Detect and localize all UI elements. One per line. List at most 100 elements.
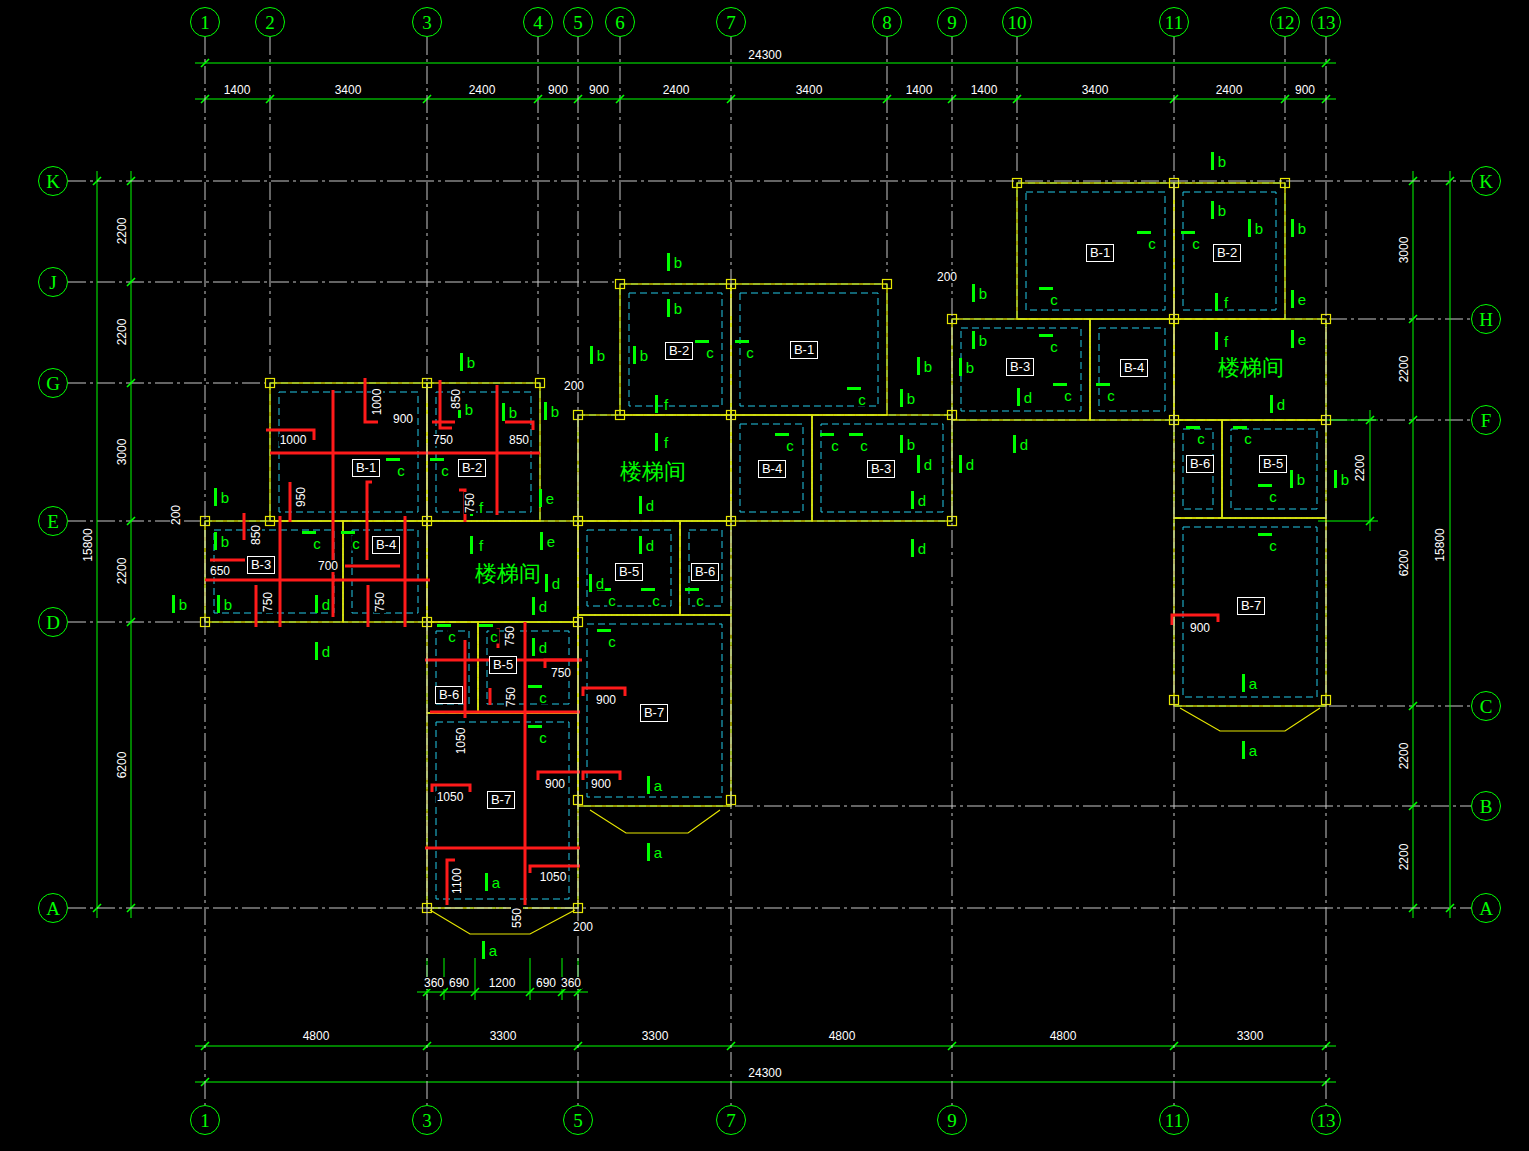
slab-code: B-3 [251,557,271,572]
dimension-text: 750 [432,434,454,446]
section-mark: a [653,778,663,793]
section-tick [959,358,962,376]
section-mark: b [178,597,188,612]
slab-code: B-7 [644,705,664,720]
dimension-text: 24300 [747,49,782,61]
dimension-text: 2200 [1354,454,1366,483]
section-mark: c [1049,292,1059,307]
dimension-text: 3300 [489,1030,518,1042]
dimension-text: 1050 [455,727,467,756]
slab-code: B-3 [871,461,891,476]
slab-code: B-4 [1124,360,1144,375]
axis-bubble: G [38,368,68,398]
axis-bubble: 4 [523,7,553,37]
dimension-text: 750 [504,625,516,647]
dimension-text: 850 [450,388,462,410]
slab-code: B-2 [462,460,482,475]
section-mark: d [923,457,933,472]
axis-bubble: 5 [563,1105,593,1135]
section-tick [528,725,542,728]
section-tick [1242,674,1245,692]
section-mark: b [1217,203,1227,218]
section-mark: d [917,541,927,556]
dimension-text: 900 [544,778,566,790]
section-tick [544,402,547,420]
section-tick [667,253,670,271]
section-mark: b [1217,154,1227,169]
dimension-text: 3000 [116,438,128,467]
slab-tag: B-1 [1086,244,1114,262]
section-mark: d [1276,397,1286,412]
dimension-text: 6200 [1398,549,1410,578]
dimension-tick [558,988,566,996]
dimension-text: 3400 [1081,84,1110,96]
section-mark: b [1254,221,1264,236]
column-mark [1013,179,1022,188]
section-tick [1233,426,1247,429]
section-tick [539,489,542,507]
section-tick [900,435,903,453]
section-tick [972,284,975,302]
dimension-text: 1200 [488,977,517,989]
section-tick [667,299,670,317]
wall-line [205,183,1326,908]
section-tick [695,340,709,343]
section-tick [911,491,914,509]
slab-tag: B-4 [1120,359,1148,377]
section-tick [485,873,488,891]
dimension-text: 3000 [1398,236,1410,265]
axis-bubble: 5 [563,7,593,37]
section-tick [437,624,451,627]
section-tick [1248,219,1251,237]
section-tick [633,346,636,364]
dimension-tick [1366,517,1374,525]
slab-tag: B-2 [458,459,486,477]
section-tick [735,340,749,343]
section-mark: c [312,536,322,551]
section-tick [1334,470,1337,488]
dimension-text: 850 [508,434,530,446]
section-mark: d [321,644,331,659]
dimension-text: 200 [572,921,594,933]
section-mark: c [396,463,406,478]
section-mark: d [965,457,975,472]
slab-code: B-6 [695,564,715,579]
section-tick [655,395,658,413]
section-mark: b [673,301,683,316]
dimension-tick [127,517,135,525]
section-mark: c [745,345,755,360]
slab-code: B-2 [1217,245,1237,260]
section-mark: c [1268,538,1278,553]
slab-tag: B-4 [372,536,400,554]
section-mark: c [859,438,869,453]
section-mark: b [978,286,988,301]
section-tick [460,353,463,371]
axis-bubble: 13 [1311,1105,1341,1135]
dimension-text: 550 [511,907,523,929]
axis-bubble: K [38,166,68,196]
dimension-text: 6200 [116,751,128,780]
dimension-tick [440,988,448,996]
slab-code: B-1 [1090,245,1110,260]
room-name: 楼梯间 [1217,357,1285,379]
section-mark: d [538,599,548,614]
section-mark: e [1297,332,1307,347]
axis-bubble: D [38,607,68,637]
section-mark: c [1063,388,1073,403]
axis-bubble: A [38,893,68,923]
section-mark: f [478,538,484,553]
dimension-tick [471,988,479,996]
dimension-text: 900 [588,84,610,96]
section-tick [641,588,655,591]
axis-line [68,37,1471,806]
section-tick [917,357,920,375]
section-tick [479,624,493,627]
section-mark: c [1243,431,1253,446]
dimension-tick [127,278,135,286]
dimension-text: 750 [374,591,386,613]
section-mark: b [906,391,916,406]
dimension-text: 900 [595,694,617,706]
dimension-text: 650 [209,565,231,577]
dimension-text: 360 [560,977,582,989]
section-mark: d [1019,437,1029,452]
